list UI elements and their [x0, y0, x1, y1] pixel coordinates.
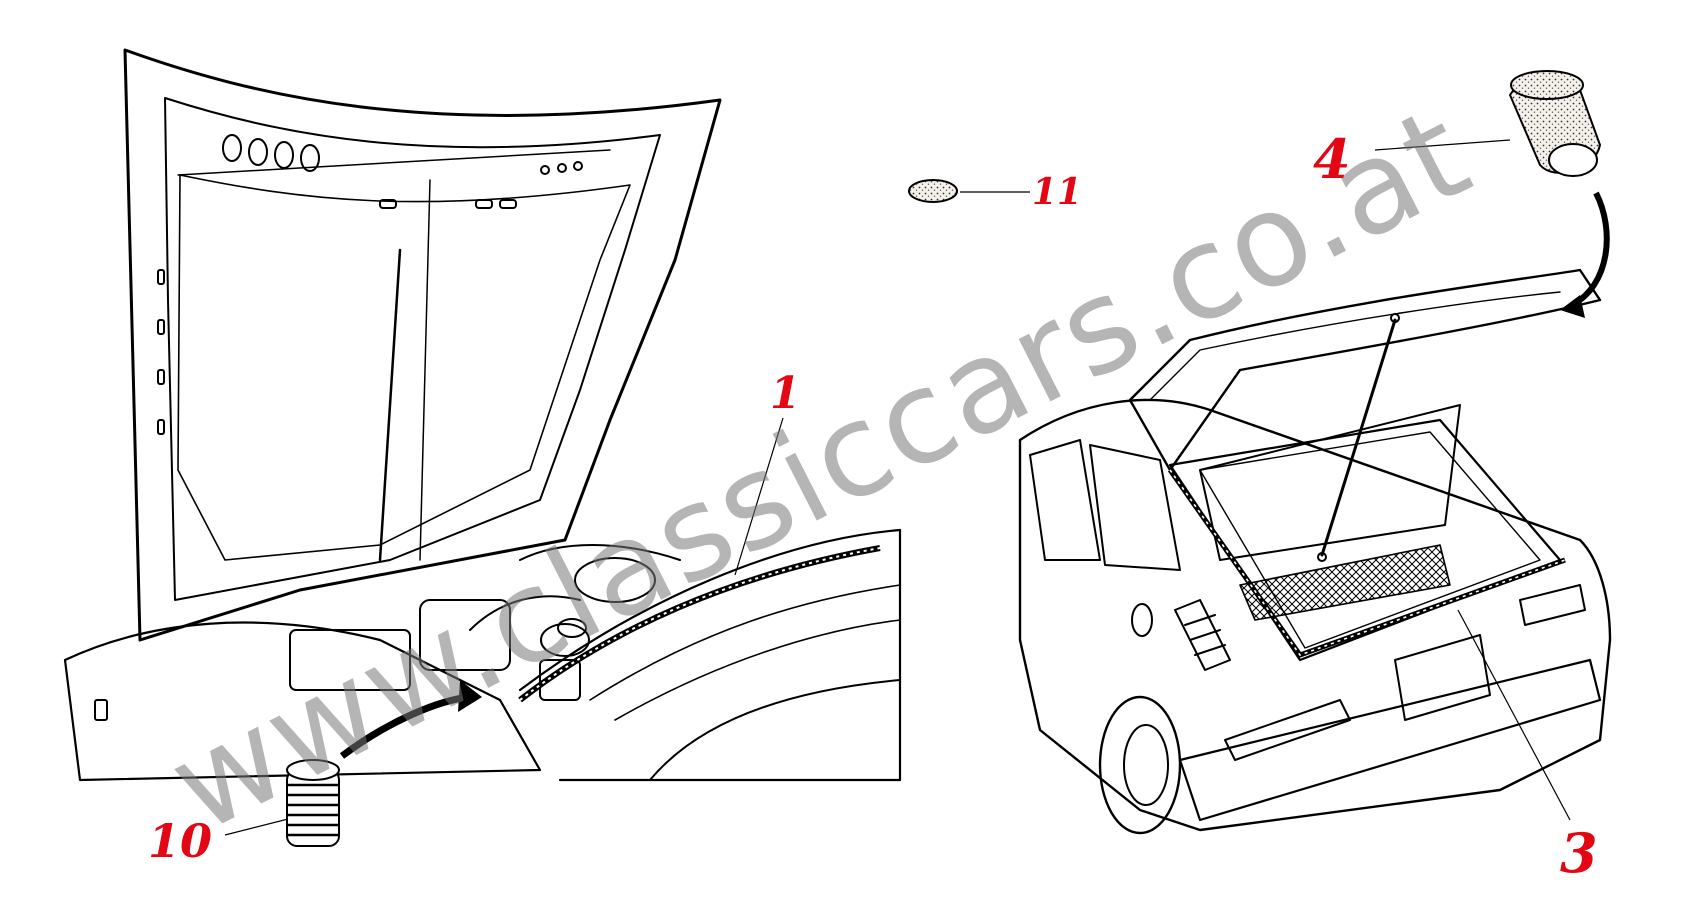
callout-3: 3: [1560, 821, 1598, 885]
callout-1: 1: [770, 368, 801, 419]
arrow-hood-bump-stop: [339, 693, 471, 759]
tailgate-bump-stop-part: [1508, 70, 1602, 177]
engine-bay-illustration: [63, 48, 902, 782]
grommet-part: [908, 179, 958, 203]
leader-line-4: [1374, 139, 1511, 151]
hood-bump-stop-part: [286, 759, 340, 847]
callout-11: 11: [1032, 171, 1083, 213]
leader-line-3: [1457, 609, 1571, 821]
callout-10: 10: [148, 814, 213, 868]
arrow-tailgate-bump-stop: [1570, 191, 1610, 308]
leader-line-1: [734, 417, 784, 576]
callout-4: 4: [1313, 127, 1351, 191]
leader-line-10: [224, 817, 293, 836]
